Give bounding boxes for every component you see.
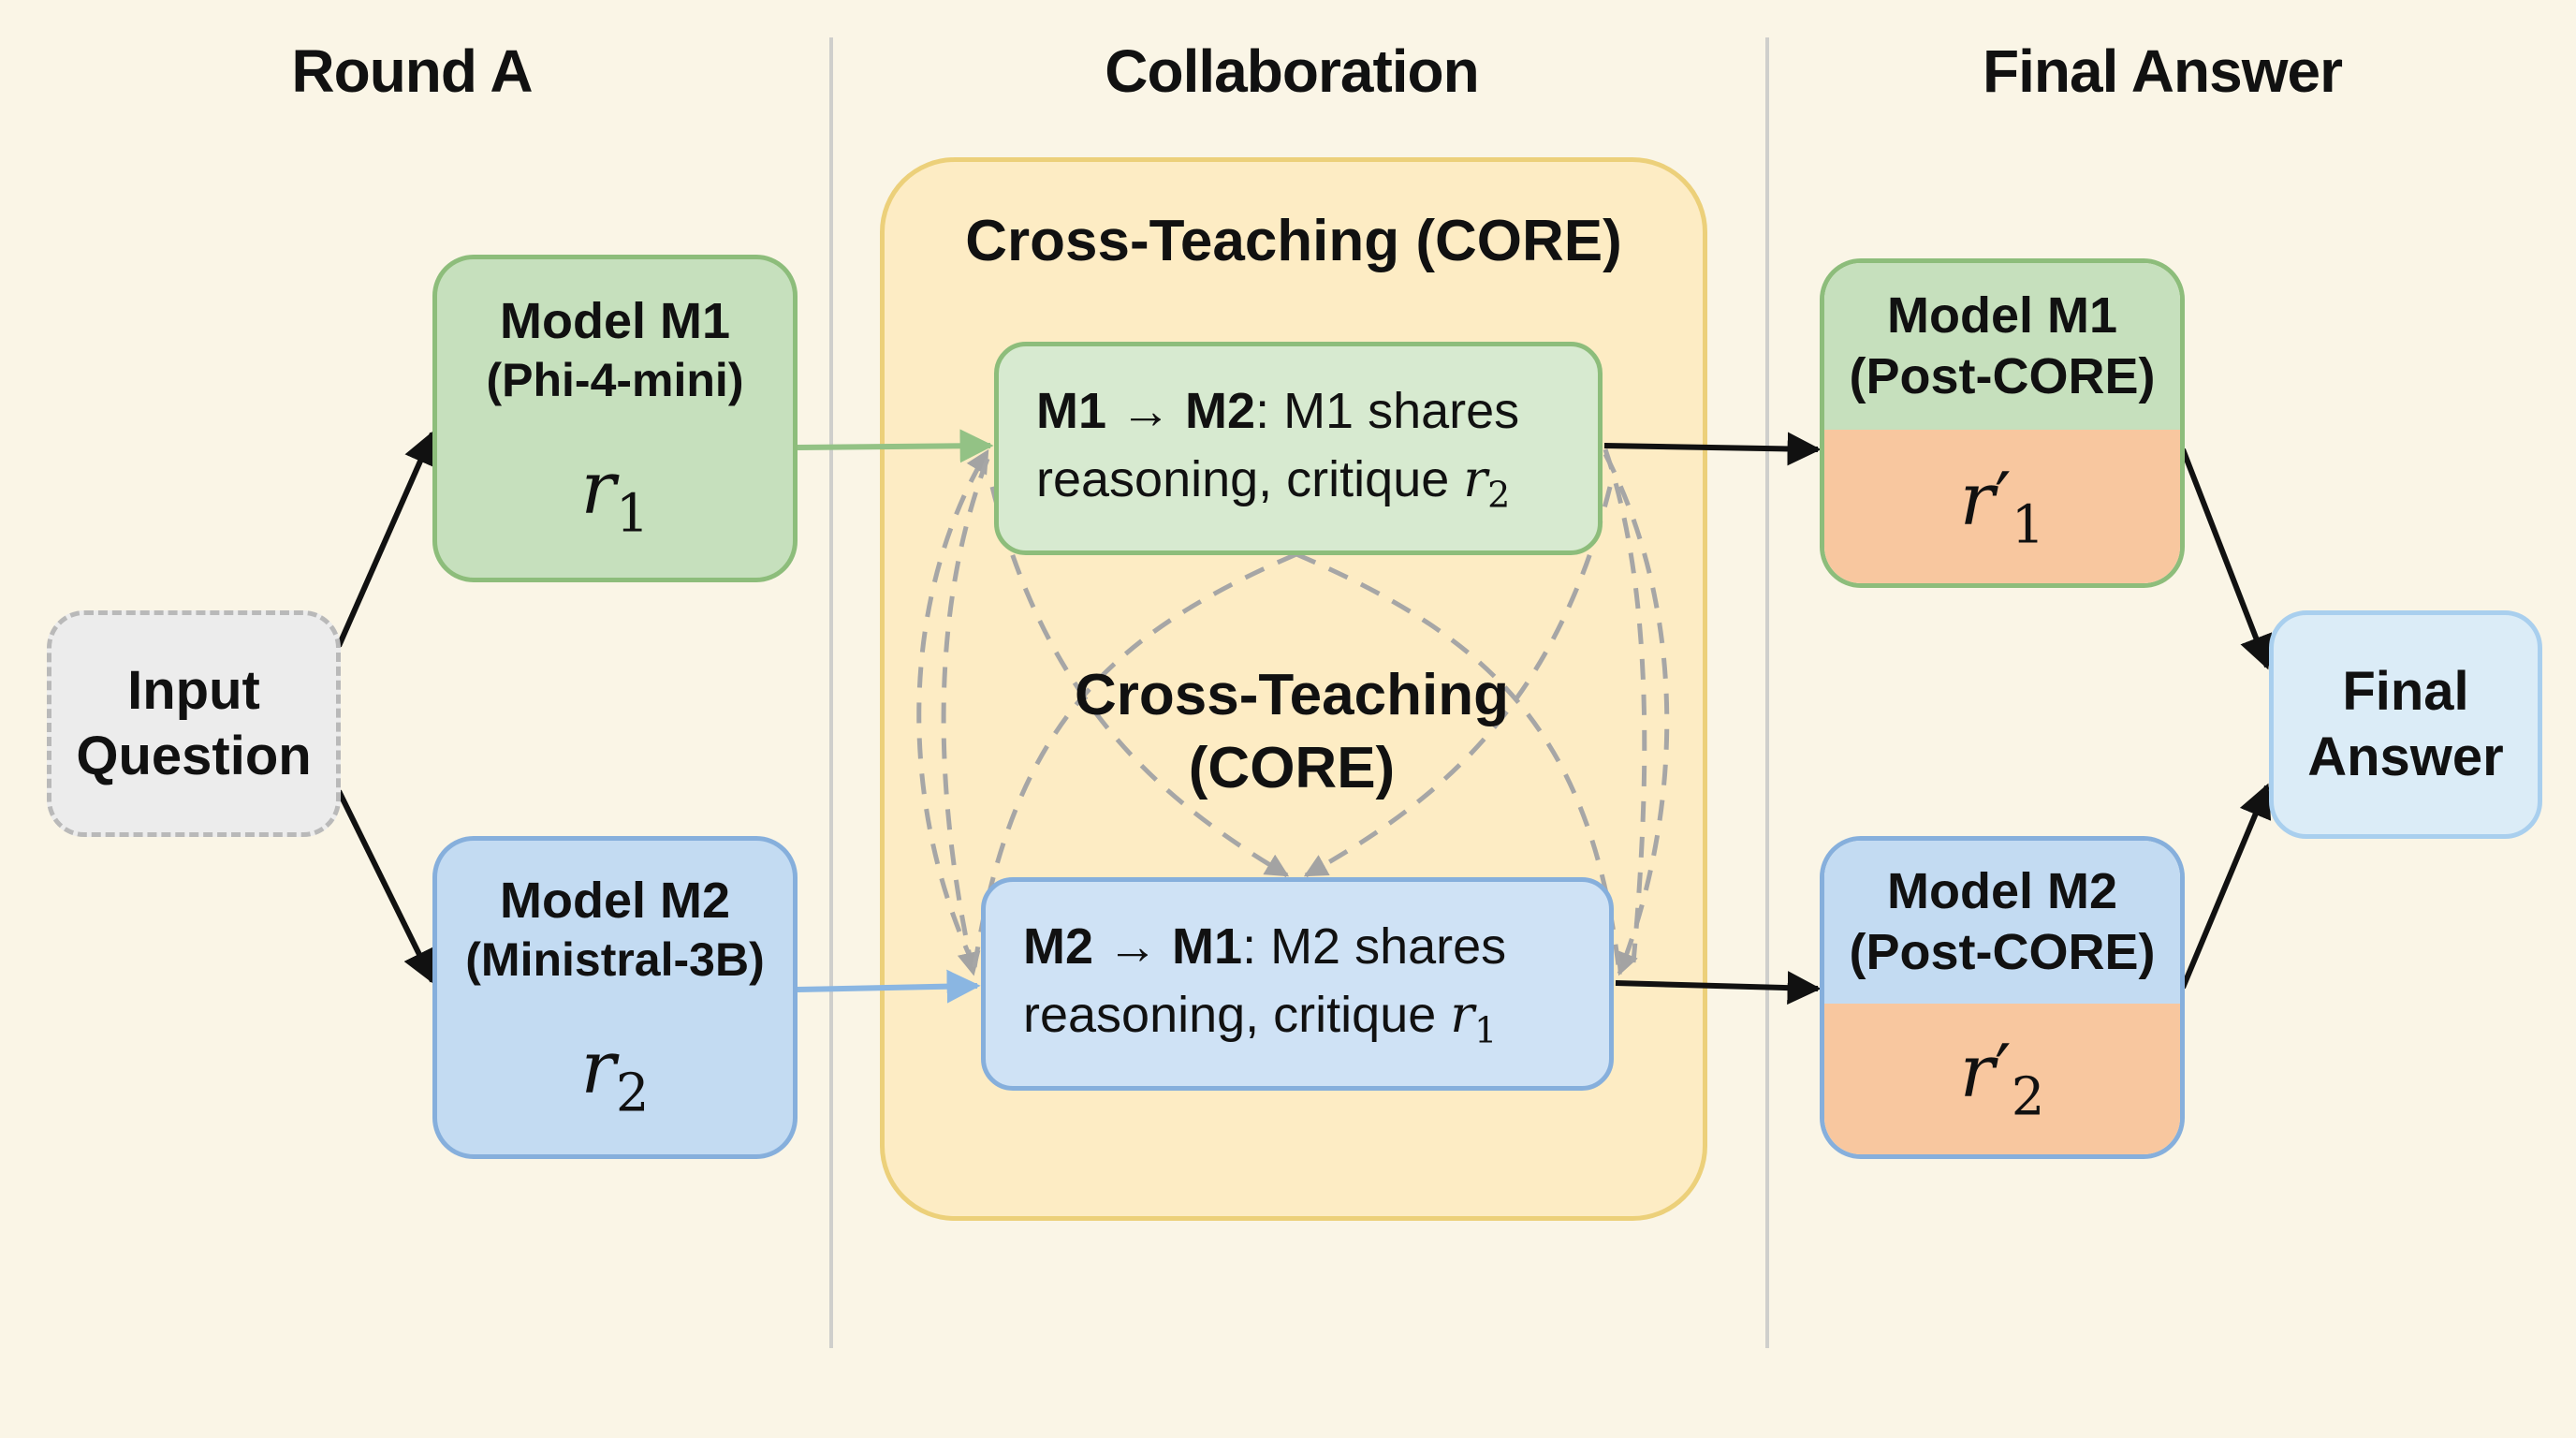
post-m2-output: r′2 <box>1959 1030 2045 1128</box>
column-header-collaboration: Collaboration <box>1105 37 1479 105</box>
m1-to-m2-line1: M1 → M2: M1 shares <box>1036 383 1520 440</box>
input-question-node: Input Question <box>47 610 341 837</box>
model-m1-output: r1 <box>580 447 650 545</box>
core-center-line2: (CORE) <box>1188 735 1396 800</box>
arrow-post-m2-to-final <box>2180 783 2272 990</box>
post-m2-title: Model M2 <box>1886 863 2117 920</box>
arrow-input-to-m1 <box>336 430 436 648</box>
post-core-m1-node: Model M1 (Post-CORE) r′1 <box>1820 258 2185 588</box>
post-m1-title: Model M1 <box>1886 287 2117 345</box>
core-title: Cross-Teaching (CORE) <box>965 209 1622 273</box>
core-center-label: Cross-Teaching (CORE) <box>1011 659 1573 804</box>
m2-to-m1-line1: M2 → M1: M2 shares <box>1023 918 1507 976</box>
model-m1-title: Model M1 <box>499 293 730 350</box>
final-label-line2: Answer <box>2307 726 2504 787</box>
column-header-final-answer: Final Answer <box>1983 37 2343 105</box>
model-m2-title: Model M2 <box>499 872 730 929</box>
m2-to-m1-step: M2 → M1: M2 shares reasoning, critique r… <box>981 877 1614 1091</box>
arrow-input-to-m2 <box>336 789 435 985</box>
input-label-line1: Input <box>127 660 260 722</box>
final-answer-node: Final Answer <box>2269 610 2542 839</box>
post-core-m2-node: Model M2 (Post-CORE) r′2 <box>1820 836 2185 1159</box>
post-m1-subtitle: (Post-CORE) <box>1849 347 2156 404</box>
m2-to-m1-line2: reasoning, critique r1 <box>1023 985 1498 1051</box>
model-m2-subtitle: (Ministral-3B) <box>465 932 765 986</box>
model-m2-output: r2 <box>580 1025 650 1124</box>
m1-to-m2-step: M1 → M2: M1 shares reasoning, critique r… <box>994 342 1603 555</box>
model-m2-node: Model M2 (Ministral-3B) r2 <box>432 836 798 1159</box>
core-center-line1: Cross-Teaching <box>1075 663 1509 727</box>
model-m1-subtitle: (Phi-4-mini) <box>486 354 744 406</box>
final-label-line1: Final <box>2342 661 2469 723</box>
column-divider-left <box>829 37 833 1348</box>
column-divider-right <box>1765 37 1769 1348</box>
arrow-post-m1-to-final <box>2180 448 2273 670</box>
post-m1-output: r′1 <box>1959 457 2045 556</box>
m1-to-m2-line2: reasoning, critique r2 <box>1036 449 1511 516</box>
input-label-line2: Question <box>76 726 312 786</box>
post-m2-subtitle: (Post-CORE) <box>1849 924 2156 981</box>
model-m1-node: Model M1 (Phi-4-mini) r1 <box>432 255 798 582</box>
column-header-round-a: Round A <box>291 37 533 105</box>
